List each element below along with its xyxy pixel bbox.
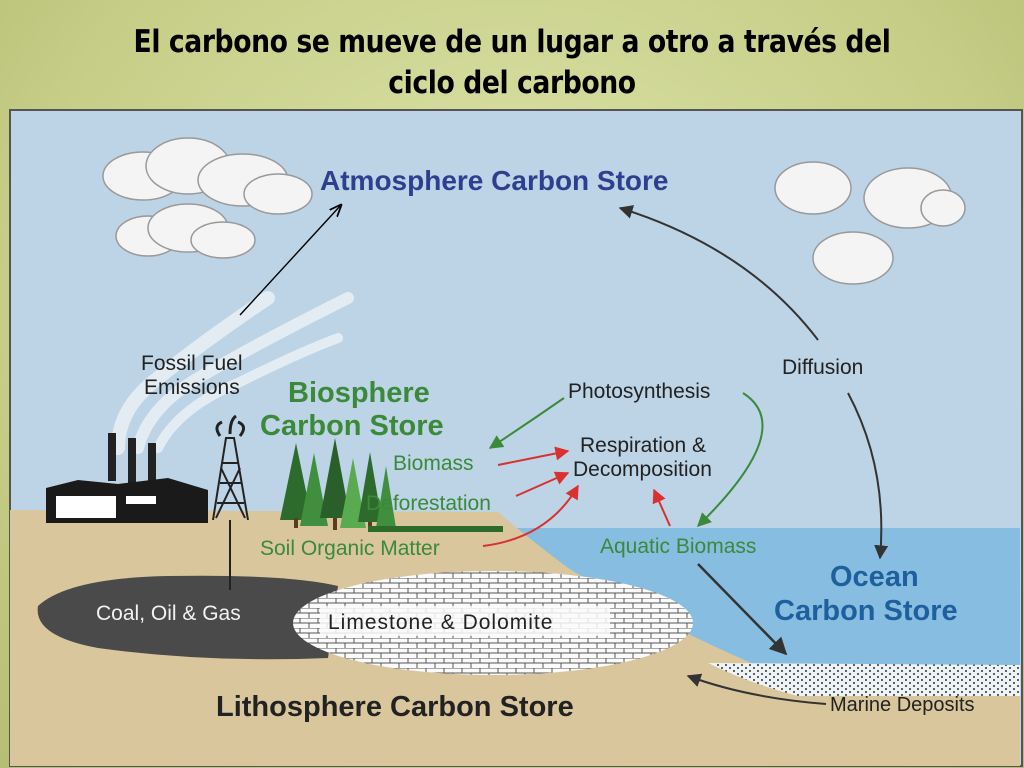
diffusion-arrow-down xyxy=(847,392,889,560)
diffusion-arrow-up xyxy=(618,205,819,341)
aquatic-respiration-arrow xyxy=(652,488,671,527)
soil-organic-matter-label: Soil Organic Matter xyxy=(260,537,440,560)
marine-deposits-arrow xyxy=(686,673,827,705)
clouds-left xyxy=(102,137,313,259)
ocean-store-label-1: Ocean xyxy=(830,561,919,593)
ocean xyxy=(498,528,1020,668)
marine-deposits-label: Marine Deposits xyxy=(830,694,975,716)
slide-title: El carbono se mueve de un lugar a otro a… xyxy=(72,22,953,104)
ocean-store-label-2: Carbon Store xyxy=(774,595,958,627)
deforestation-respiration-arrow xyxy=(515,471,570,497)
fossil-fuel-label-2: Emissions xyxy=(144,376,240,399)
biomass-respiration-arrow xyxy=(497,446,570,466)
biosphere-store-label-2: Carbon Store xyxy=(260,410,444,442)
limestone-dolomite-label: Limestone & Dolomite xyxy=(328,611,553,634)
fossil-fuel-label-1: Fossil Fuel xyxy=(141,352,243,375)
respiration-label-1: Respiration & xyxy=(580,434,706,457)
lithosphere-store-label: Lithosphere Carbon Store xyxy=(216,691,574,723)
carbon-cycle-diagram: Atmosphere Carbon Store Fossil Fuel Emis… xyxy=(9,109,1023,767)
photosynthesis-label: Photosynthesis xyxy=(568,380,710,403)
deforestation-label: Deforestation xyxy=(366,492,491,515)
biomass-label: Biomass xyxy=(393,452,474,475)
clouds-right xyxy=(774,161,966,285)
coal-oil-gas-label: Coal, Oil & Gas xyxy=(96,602,241,625)
photosynthesis-to-aquatic-arrow xyxy=(697,392,764,527)
soil-respiration-arrow xyxy=(482,484,579,547)
aquatic-to-deposits-arrow xyxy=(697,563,788,656)
oil-derrick xyxy=(212,414,249,590)
fossil-fuel-arrow xyxy=(239,205,341,316)
slide-title-line-2: ciclo del carbono xyxy=(388,65,636,101)
forest xyxy=(280,438,503,532)
biosphere-store-label-1: Biosphere xyxy=(288,377,430,409)
limestone-label-bg xyxy=(320,606,610,636)
photosynthesis-to-biomass-arrow xyxy=(488,397,565,449)
diffusion-label: Diffusion xyxy=(782,356,863,379)
slide-title-line-1: El carbono se mueve de un lugar a otro a… xyxy=(133,24,891,60)
marine-deposits-layer xyxy=(708,663,1020,696)
atmosphere-store-label: Atmosphere Carbon Store xyxy=(320,165,669,196)
aquatic-biomass-label: Aquatic Biomass xyxy=(600,535,756,558)
respiration-label-2: Decomposition xyxy=(573,458,712,481)
factory xyxy=(46,433,208,523)
smoke-plumes xyxy=(111,291,354,455)
coal-oil-gas-deposit xyxy=(37,575,339,660)
